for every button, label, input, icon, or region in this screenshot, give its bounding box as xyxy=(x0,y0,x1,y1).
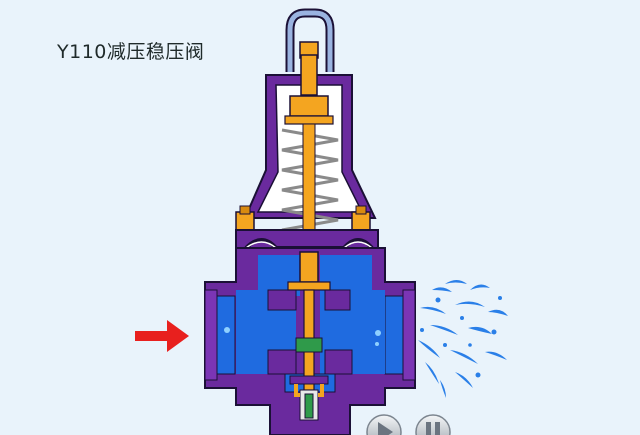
outlet-spray xyxy=(418,280,508,398)
diaphragm-flange xyxy=(235,229,379,250)
fluid-chambers xyxy=(224,255,385,393)
page-title: Y110减压稳压阀 xyxy=(57,41,205,63)
pause-button[interactable] xyxy=(415,414,451,435)
play-button[interactable] xyxy=(366,414,402,435)
spring xyxy=(281,123,339,255)
play-icon xyxy=(378,422,393,435)
inlet-arrow xyxy=(135,320,189,352)
pause-icon xyxy=(426,422,440,435)
flange-bolts xyxy=(235,205,371,233)
valve-stem xyxy=(287,251,331,421)
adjusting-handle xyxy=(285,8,335,72)
